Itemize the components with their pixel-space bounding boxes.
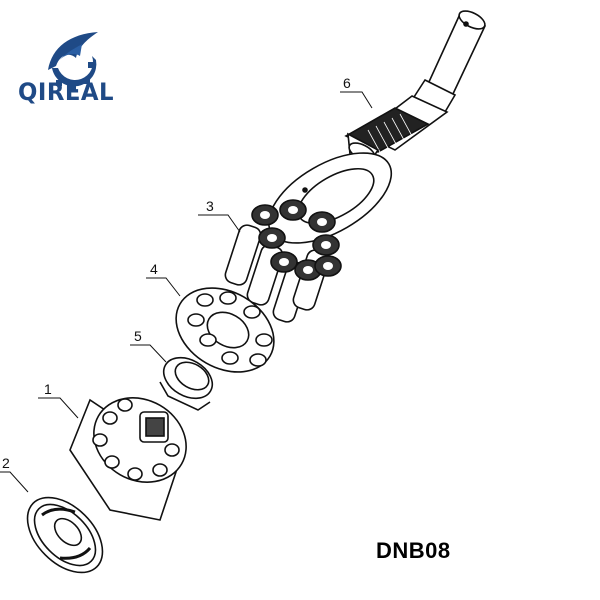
ball-guide <box>159 356 214 411</box>
callout-1: 1 <box>44 381 52 397</box>
callout-6: 6 <box>343 75 351 91</box>
callout-3: 3 <box>206 198 214 214</box>
valve-plate <box>26 496 104 574</box>
thrust-plate <box>267 152 393 244</box>
model-code: DNB08 <box>376 538 451 563</box>
callout-2: 2 <box>2 455 10 471</box>
drive-shaft <box>344 10 487 163</box>
brand-name: QIREAL <box>18 78 115 106</box>
piston-shoe-set <box>224 199 342 323</box>
brand-logo-icon <box>48 32 98 90</box>
callout-4: 4 <box>150 261 158 277</box>
callout-5: 5 <box>134 328 142 344</box>
retainer-plate <box>175 287 275 373</box>
cylinder-block <box>69 397 187 521</box>
